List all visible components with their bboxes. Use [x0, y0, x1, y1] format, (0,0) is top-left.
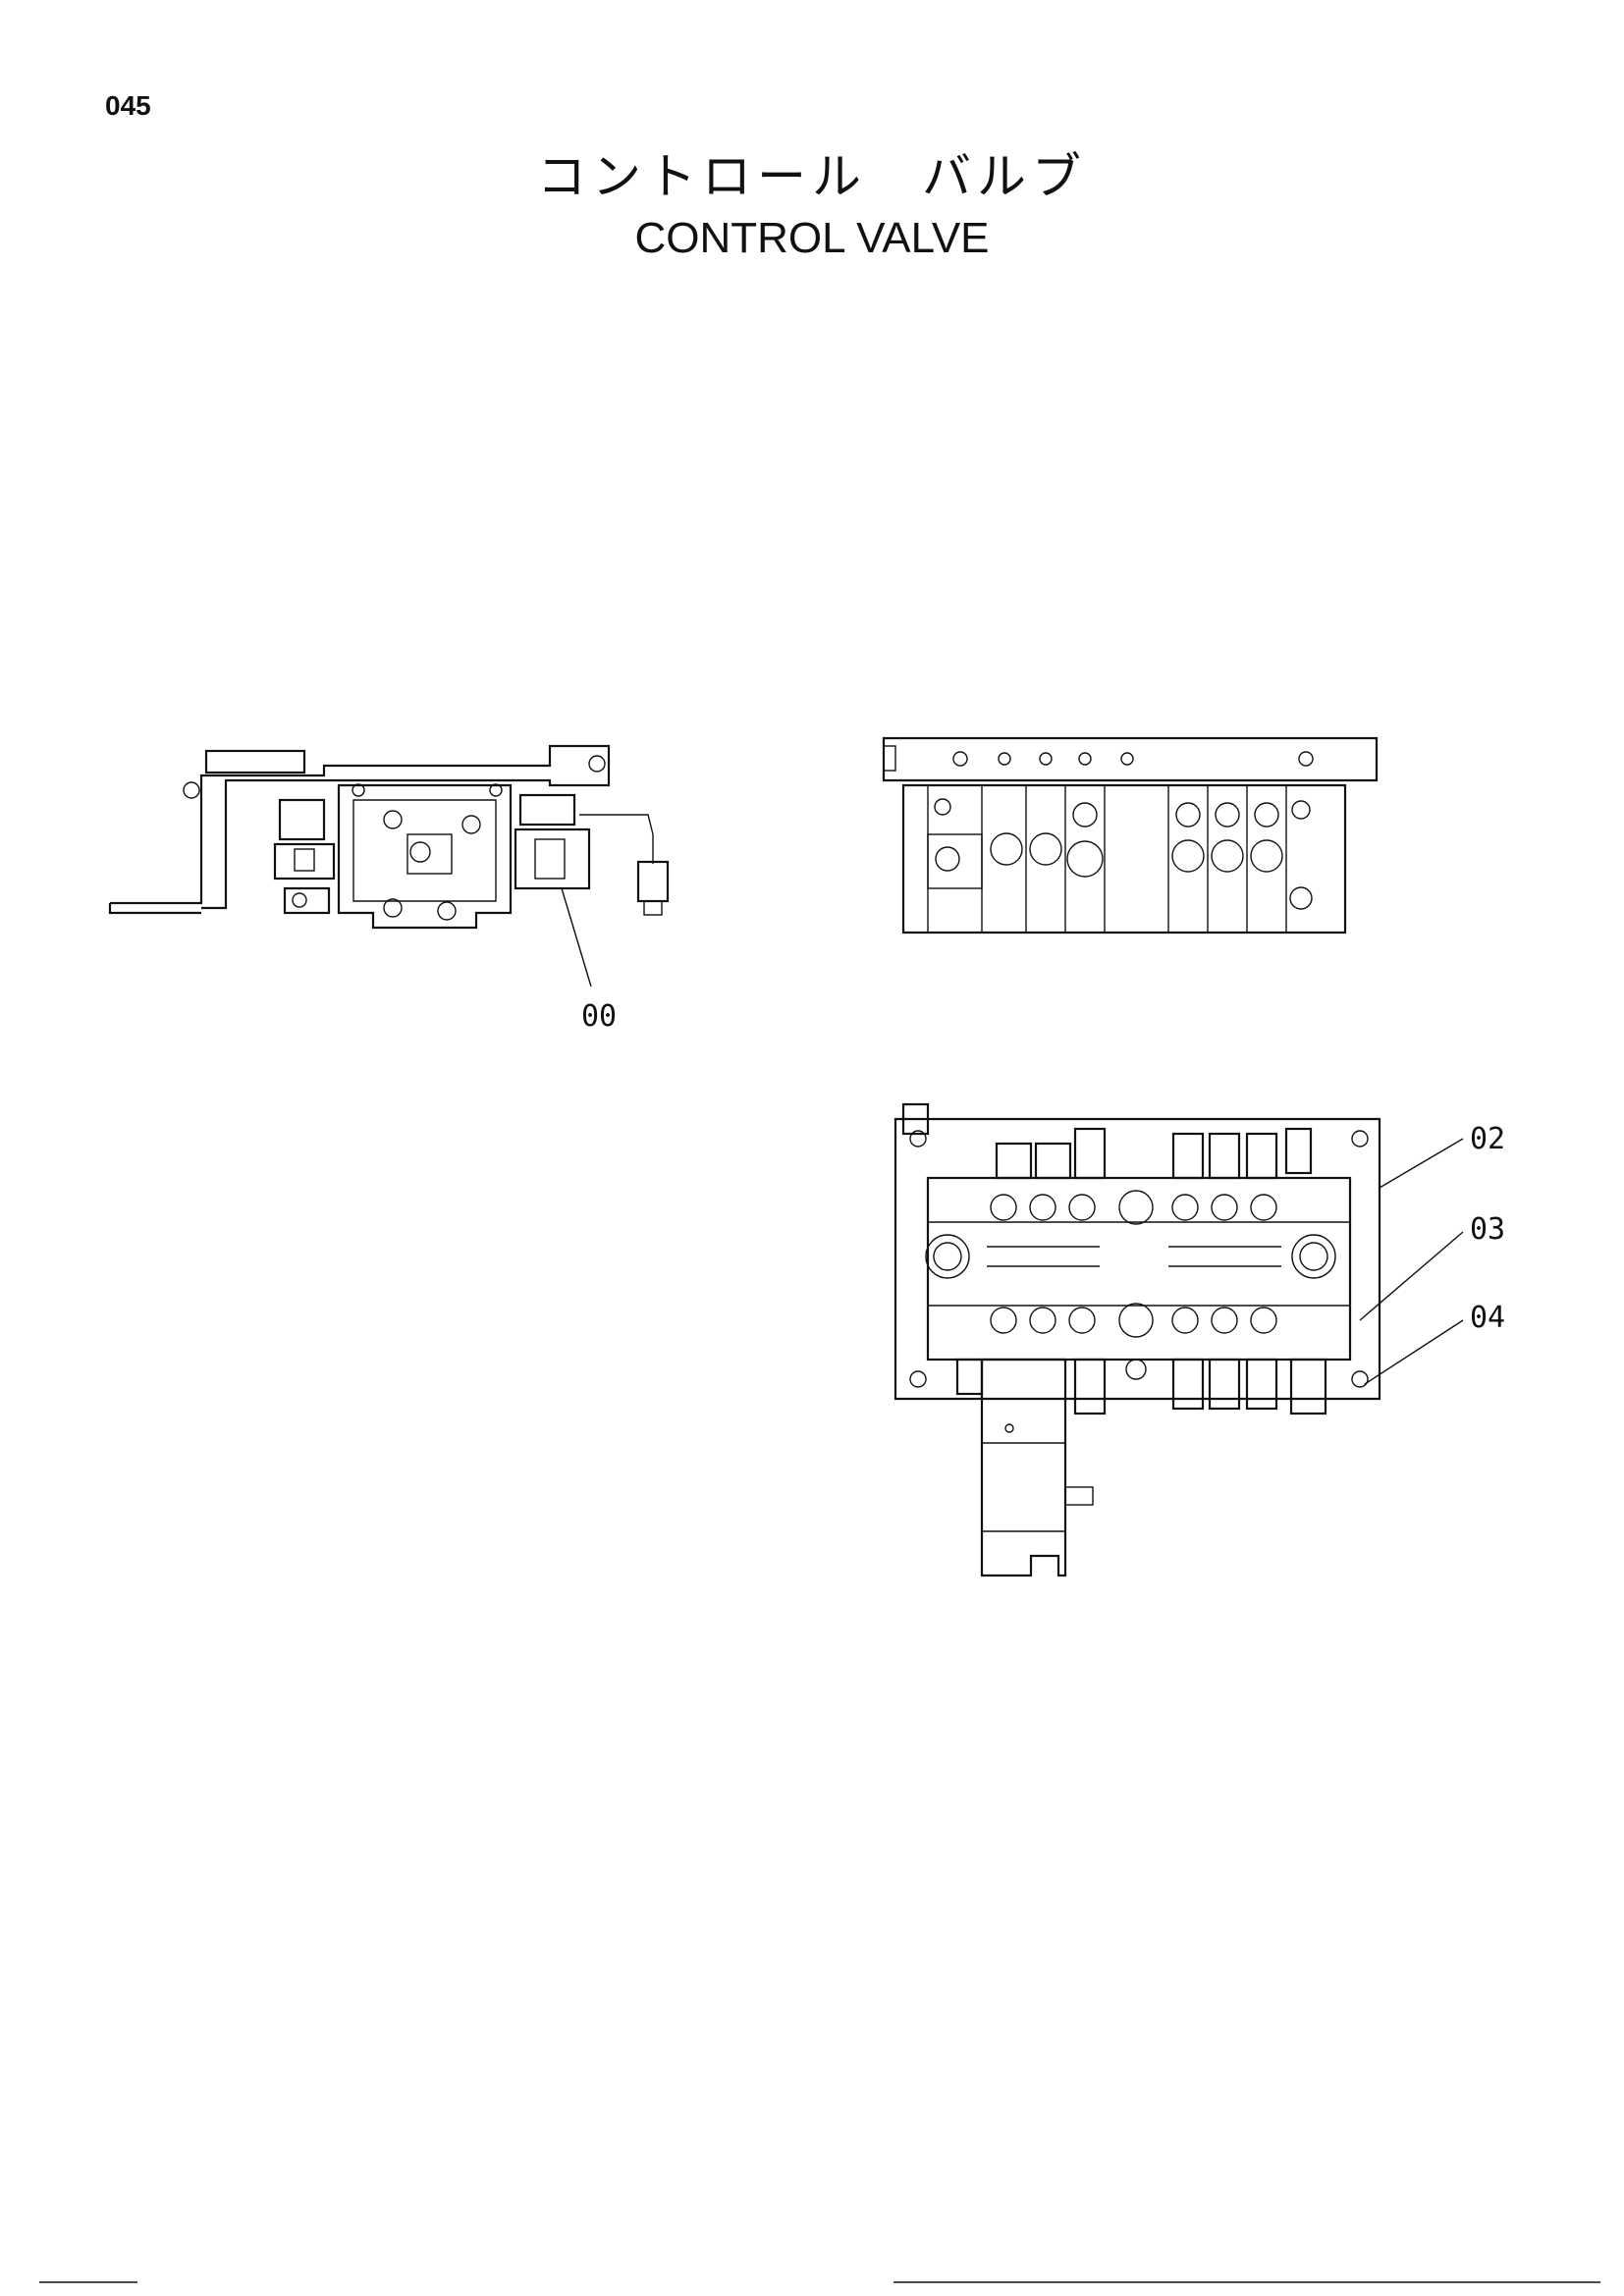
title-english: CONTROL VALVE	[634, 214, 990, 262]
callout-label-00: 00	[581, 999, 617, 1034]
page-number: 045	[105, 90, 151, 121]
top-view-drawing	[882, 736, 1379, 934]
callout-label-04: 04	[1470, 1301, 1505, 1335]
side-view-drawing	[108, 744, 670, 930]
callout-label-02: 02	[1470, 1122, 1505, 1156]
callout-02: 02	[1379, 1122, 1505, 1189]
front-view-drawing	[893, 1102, 1381, 1577]
callout-00: 00	[561, 887, 617, 1034]
callout-03: 03	[1359, 1212, 1505, 1321]
title-japanese: コントロール バルブ	[537, 148, 1087, 205]
callout-label-03: 03	[1470, 1212, 1505, 1247]
title-block: コントロール バルブ CONTROL VALVE	[0, 147, 1624, 267]
callout-04: 04	[1364, 1301, 1505, 1385]
